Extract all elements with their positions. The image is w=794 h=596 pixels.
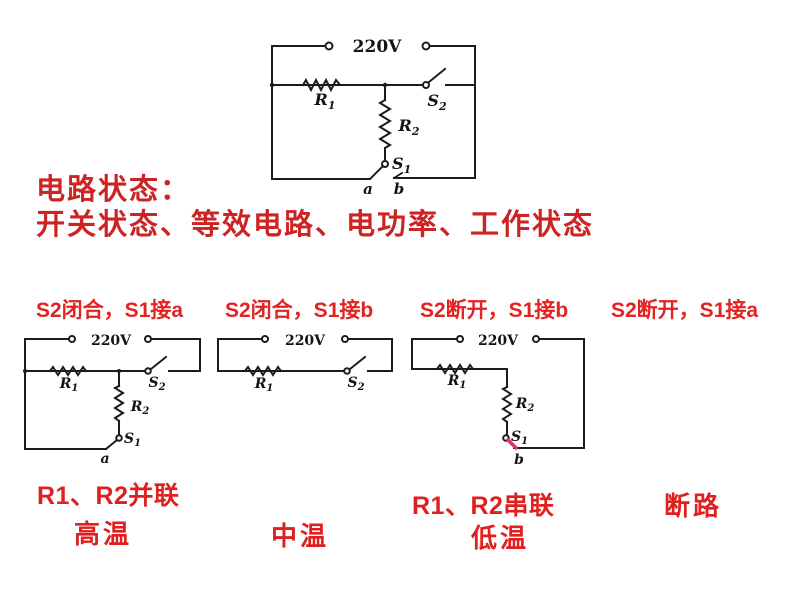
switch-s1 <box>104 434 123 451</box>
terminal-right <box>421 41 431 51</box>
terminal-right <box>144 335 152 343</box>
switch-s2-pivot <box>422 81 430 89</box>
circuit-wires <box>217 338 393 372</box>
r2-label: R2 <box>130 399 150 417</box>
s2-label: S2 <box>148 375 165 393</box>
state-label-mid-temp: 中温 <box>271 521 330 551</box>
s2-label: S2 <box>347 375 364 393</box>
circuit-wires <box>411 338 585 449</box>
voltage-label: 220V <box>478 333 519 349</box>
condition-label-2: S2闭合，S1接b <box>225 299 374 322</box>
switch-s1-blade <box>104 438 119 451</box>
contact-b-label: b <box>514 452 524 468</box>
r2-label: R2 <box>398 116 420 138</box>
terminal-right <box>532 335 540 343</box>
s1-label: S1 <box>124 431 141 449</box>
circuit-3-diagram: 220V R1 R2 S1 b <box>411 333 585 468</box>
switch-s1 <box>502 434 518 450</box>
equivalent-label-open-circuit: 断路 <box>664 491 723 521</box>
voltage-label: 220V <box>91 333 132 349</box>
r2-label: R2 <box>515 396 535 414</box>
switch-s1-blade <box>369 164 385 180</box>
switch-s2-pivot <box>343 367 351 375</box>
main-circuit-diagram: 220V R1 S2 R2 S1 a b <box>269 37 476 198</box>
r1-label: R1 <box>59 376 79 394</box>
s2-label: S2 <box>427 91 447 113</box>
contact-b-label: b <box>394 180 405 198</box>
switch-s2-blade <box>149 355 168 371</box>
switch-s2 <box>144 355 168 375</box>
switch-s1-blade-highlighted <box>506 438 518 450</box>
state-label-high-temp: 高温 <box>74 519 133 549</box>
contact-a-label: a <box>363 180 373 198</box>
junction-dot <box>117 369 121 373</box>
r1-label: R1 <box>314 90 336 112</box>
heading-line2: 开关状态、等效电路、电功率、工作状态 <box>36 209 595 241</box>
state-label-low-temp: 低温 <box>471 523 530 553</box>
switch-s2 <box>422 67 447 89</box>
equivalent-label-parallel: R1、R2并联 <box>37 482 180 510</box>
r1-label: R1 <box>447 373 467 391</box>
switch-s2-pivot <box>144 367 152 375</box>
terminal-right <box>341 335 349 343</box>
condition-label-3: S2断开，S1接b <box>420 299 569 322</box>
switch-s2 <box>343 355 367 375</box>
voltage-label: 220V <box>353 37 402 57</box>
r1-label: R1 <box>254 376 274 394</box>
condition-label-4: S2断开，S1接a <box>611 299 759 322</box>
equivalent-label-series: R1、R2串联 <box>412 492 555 520</box>
voltage-label: 220V <box>285 333 326 349</box>
contact-b-barb <box>392 171 404 180</box>
condition-label-1: S2闭合，S1接a <box>36 299 184 322</box>
circuit-wires <box>24 338 201 450</box>
switch-s1 <box>369 160 404 180</box>
s1-label: S1 <box>511 429 528 447</box>
terminal-left <box>261 335 269 343</box>
resistor-r1 <box>435 363 475 375</box>
resistor-r1 <box>243 365 283 377</box>
circuit-2-diagram: 220V R1 S2 <box>217 333 393 394</box>
resistor-r2 <box>500 385 513 424</box>
switch-s2-blade <box>427 67 447 84</box>
contact-a-label: a <box>100 451 109 467</box>
junction-dot <box>269 82 275 88</box>
resistor-r1 <box>301 77 342 93</box>
s1-label: S1 <box>392 154 411 176</box>
junction-dot <box>382 82 388 88</box>
heading-line1: 电路状态： <box>36 174 192 206</box>
circuit-1-diagram: 220V R1 S2 R2 S1 a <box>23 333 201 467</box>
terminal-left <box>456 335 464 343</box>
terminal-left <box>324 41 334 51</box>
source-terminals <box>324 41 431 51</box>
switch-s2-blade <box>348 355 367 371</box>
resistor-r2 <box>378 98 392 150</box>
resistor-r1 <box>48 365 88 377</box>
resistor-r2 <box>112 384 125 423</box>
circuit-wires <box>271 45 476 180</box>
terminal-left <box>68 335 76 343</box>
junction-dot <box>23 369 27 373</box>
